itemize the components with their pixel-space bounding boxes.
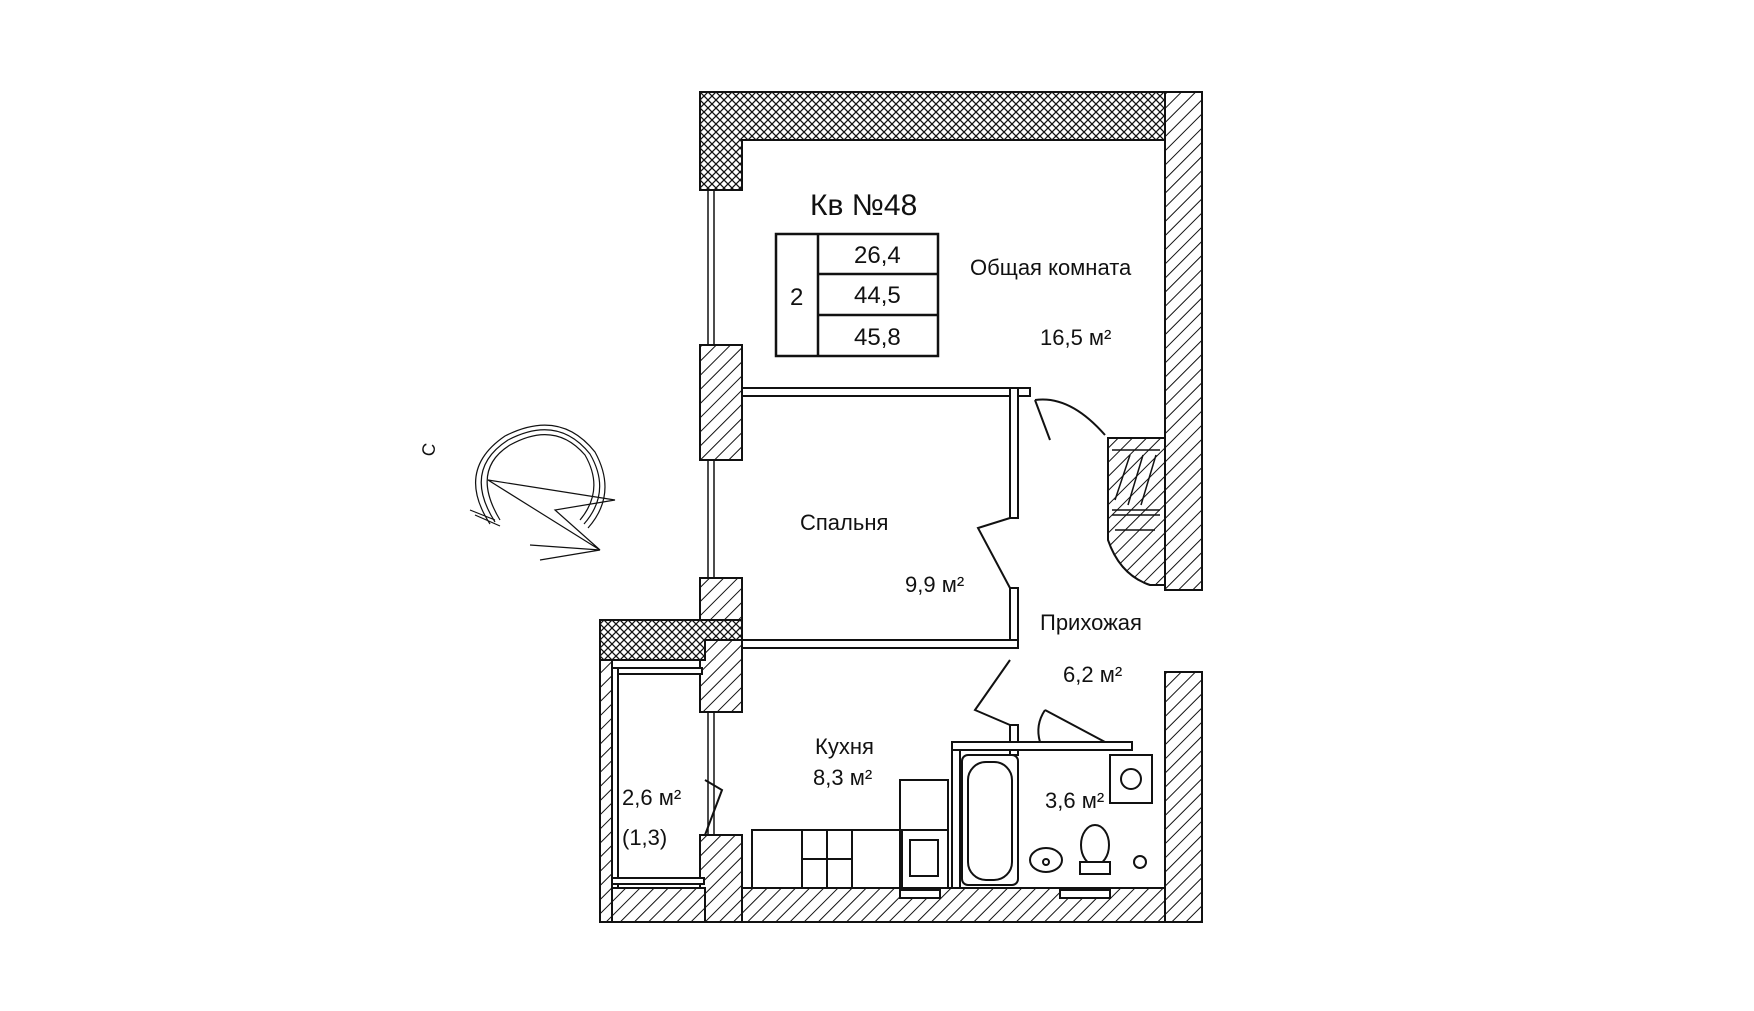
toilet-icon: [1080, 824, 1110, 866]
windows: [707, 190, 715, 835]
hallway-name: Прихожая: [1040, 610, 1142, 635]
balcony-reduced-area: (1,3): [622, 825, 667, 850]
area-table: [774, 232, 940, 358]
living-room-name: Общая комната: [970, 255, 1132, 280]
doors: [704, 398, 1106, 836]
vent-lines: [1112, 449, 1160, 531]
bedroom-name: Спальня: [800, 510, 888, 535]
total-with-balcony-value: 45,8: [854, 324, 901, 351]
bathroom-fixtures: [961, 754, 1153, 899]
bedroom-area: 9,9 м²: [905, 572, 964, 597]
total-area-value: 44,5: [854, 282, 901, 309]
kitchen-counter: [751, 779, 949, 899]
compass-north-label: С: [418, 442, 440, 458]
balcony-area: 2,6 м²: [622, 785, 681, 810]
bathroom-area: 3,6 м²: [1045, 788, 1104, 813]
kitchen-name: Кухня: [815, 734, 874, 759]
kitchen-area: 8,3 м²: [813, 765, 872, 790]
apartment-title: Кв №48: [810, 189, 917, 222]
hallway-area: 6,2 м²: [1063, 662, 1122, 687]
living-room-area: 16,5 м²: [1040, 325, 1111, 350]
drain-icon: [1133, 855, 1147, 869]
rooms-count: 2: [790, 284, 803, 311]
compass-icon: [469, 424, 616, 561]
living-area-value: 26,4: [854, 242, 901, 269]
interior-walls: [611, 387, 1133, 889]
